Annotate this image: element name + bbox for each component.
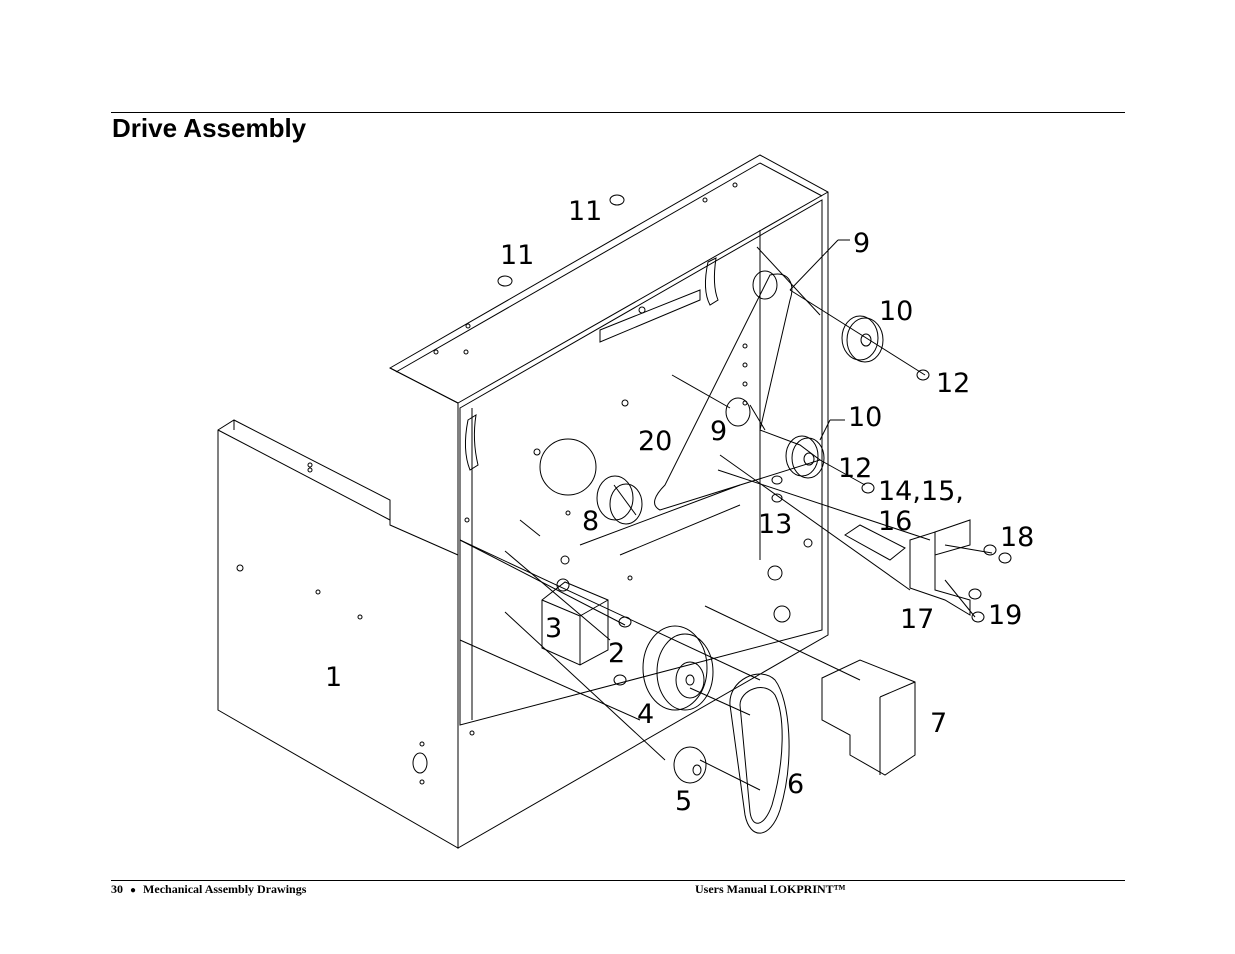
callout-9-upper: 9 (853, 228, 870, 259)
header-rule (111, 112, 1125, 113)
drive-belt (729, 673, 790, 834)
callout-4: 4 (637, 699, 654, 730)
side-panel (217, 419, 459, 849)
page-number: 30 (111, 882, 123, 896)
callout-19: 19 (988, 600, 1022, 631)
callout-1: 1 (325, 662, 342, 693)
knob (596, 475, 643, 525)
callout-13: 13 (758, 509, 792, 540)
footer-bullet: ● (130, 885, 137, 896)
callout-11-lower: 11 (500, 240, 534, 271)
callout-7: 7 (930, 708, 947, 739)
page-title: Drive Assembly (112, 113, 307, 143)
small-pulley (673, 746, 707, 784)
callout-14-15: 14,15, (878, 476, 964, 507)
footer-section: Mechanical Assembly Drawings (143, 882, 307, 896)
motor (541, 581, 609, 666)
callout-17: 17 (900, 604, 934, 635)
callout-11-upper: 11 (568, 196, 602, 227)
idler-shafts (725, 270, 778, 431)
footer-rule (111, 880, 1125, 881)
callout-18: 18 (1000, 522, 1034, 553)
screws (497, 194, 1012, 686)
sensor-bracket (909, 519, 971, 616)
callout-5: 5 (675, 786, 692, 817)
cover (821, 659, 916, 776)
callout-20: 20 (638, 426, 672, 457)
callout-16: 16 (878, 506, 912, 537)
callout-10-lower: 10 (848, 402, 882, 433)
callout-12-upper: 12 (936, 368, 970, 399)
callout-6: 6 (787, 769, 804, 800)
callout-3: 3 (545, 613, 562, 644)
drive-pulley (642, 625, 714, 711)
callout-10-upper: 10 (879, 296, 913, 327)
main-frame (307, 154, 829, 849)
footer-manual-title: Users Manual LOKPRINT™ (695, 882, 846, 896)
callout-9-lower: 9 (710, 416, 727, 447)
idler-pulley-lower (785, 435, 825, 479)
sensor (844, 524, 906, 561)
callout-8: 8 (582, 506, 599, 537)
timing-belt-upper (654, 273, 822, 511)
callout-12-lower: 12 (838, 453, 872, 484)
callout-2: 2 (608, 638, 625, 669)
footer-left: 30 ● Mechanical Assembly Drawings (111, 882, 306, 897)
idler-pulley-upper (841, 315, 884, 363)
